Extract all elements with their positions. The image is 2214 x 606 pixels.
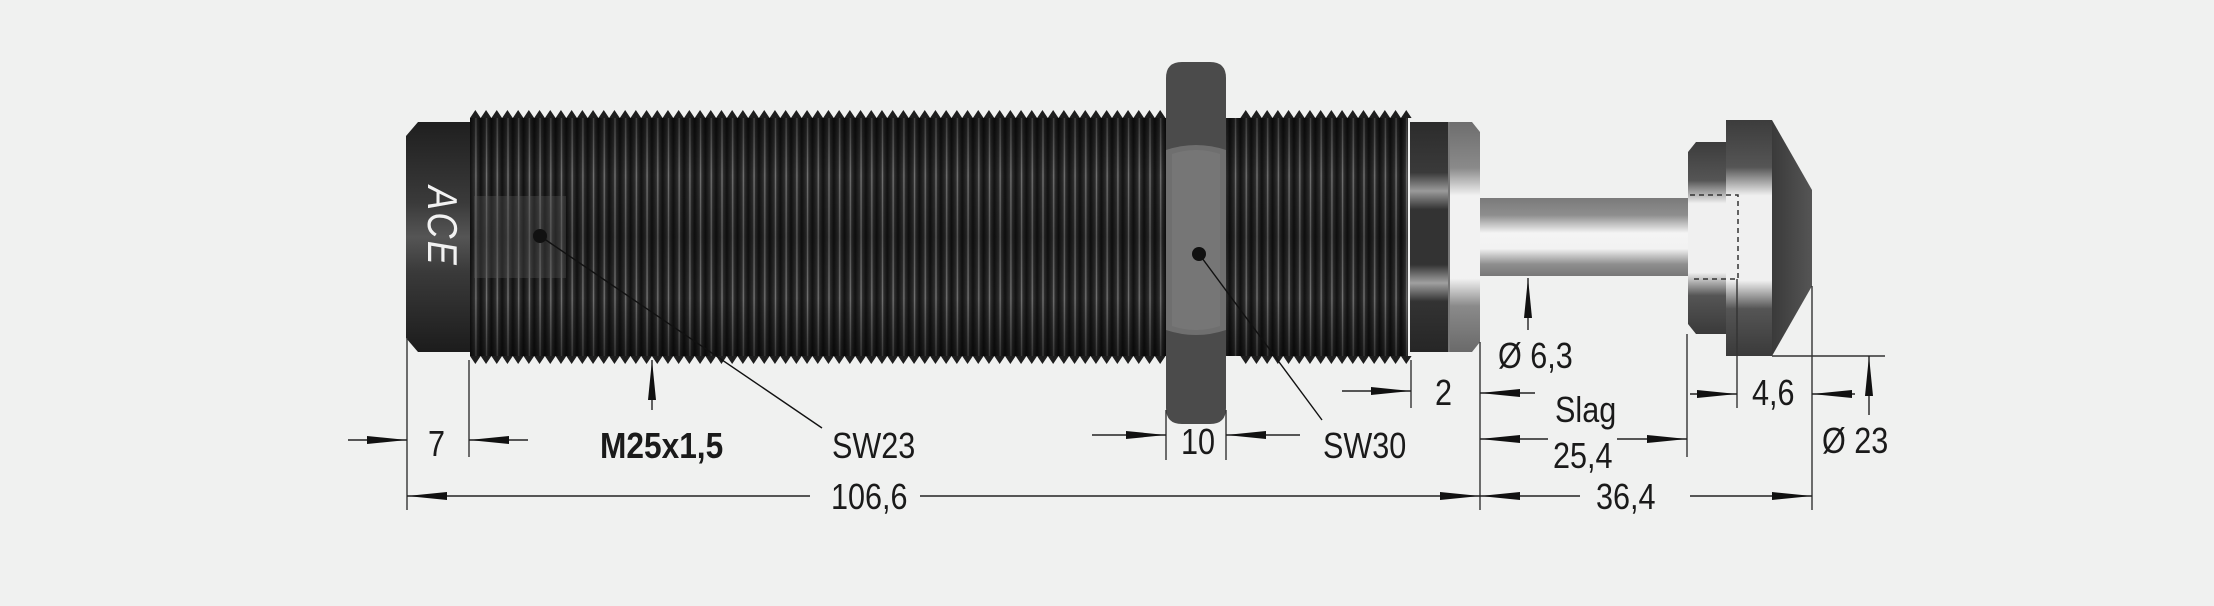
lock-nut bbox=[1166, 62, 1226, 424]
dim-wrench-sw30: SW30 bbox=[1323, 427, 1406, 467]
dimension-labels: 7 M25x1,5 SW23 10 SW30 2 Ø 6,3 Slag 25,4… bbox=[428, 337, 1888, 518]
brand-marking: ACE bbox=[418, 184, 464, 267]
dim-stroke-value: 25,4 bbox=[1553, 437, 1613, 477]
sw23-marker-dot bbox=[533, 229, 547, 243]
dim-button-length: 4,6 bbox=[1752, 374, 1795, 414]
dim-wrench-sw23: SW23 bbox=[832, 427, 915, 467]
leader-lines bbox=[539, 235, 1323, 429]
end-cap: ACE bbox=[406, 122, 472, 352]
dim-body-length: 106,6 bbox=[831, 478, 908, 518]
shock-absorber: ACE bbox=[406, 62, 1812, 424]
threaded-body bbox=[470, 110, 1412, 364]
dim-thread-to-collar: 2 bbox=[1435, 374, 1452, 414]
dim-rod-diameter: Ø 6,3 bbox=[1498, 337, 1573, 377]
dim-stroke-label: Slag bbox=[1555, 391, 1616, 431]
impact-button bbox=[1688, 120, 1812, 356]
piston-rod bbox=[1480, 198, 1688, 276]
dim-end-cap-length: 7 bbox=[428, 425, 445, 465]
dim-extended-length: 36,4 bbox=[1596, 478, 1656, 518]
collar bbox=[1410, 122, 1480, 352]
dimension-arrows bbox=[348, 278, 1873, 500]
dim-thread-spec: M25x1,5 bbox=[600, 426, 723, 466]
sw30-marker-dot bbox=[1192, 247, 1206, 261]
dim-nut-thickness: 10 bbox=[1181, 423, 1215, 463]
dim-button-diameter: Ø 23 bbox=[1822, 422, 1888, 462]
